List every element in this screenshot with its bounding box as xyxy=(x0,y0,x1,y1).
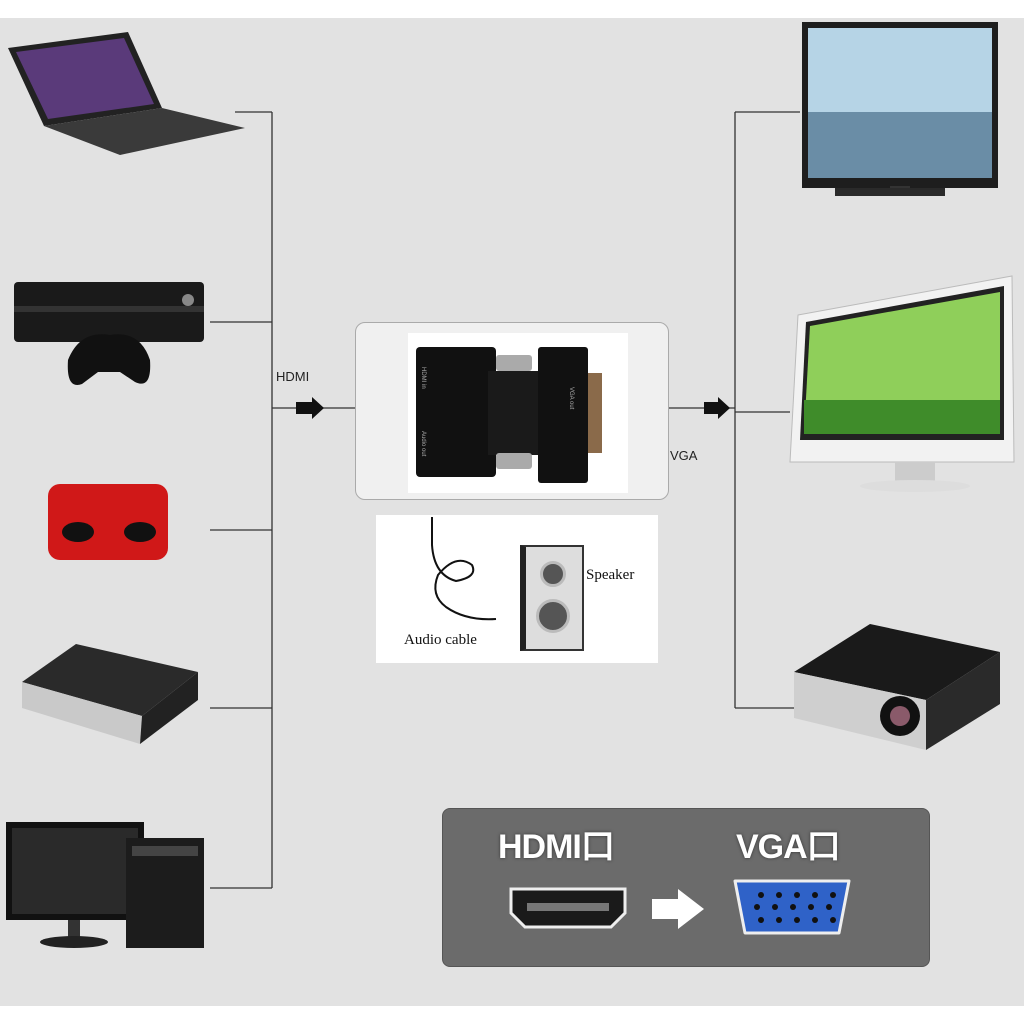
vga-out-text: VGA out xyxy=(568,387,574,410)
desktop-pc-icon xyxy=(6,822,204,948)
vga-port-title: VGA口 xyxy=(736,828,841,866)
vga-port-icon xyxy=(733,879,851,935)
audio-accessories: Audio cable Speaker xyxy=(376,515,658,663)
speaker-label: Speaker xyxy=(586,567,635,583)
tv-box-icon xyxy=(48,484,168,560)
adapter-frame: HDMI in Audio out VGA out xyxy=(355,322,669,500)
speaker-icon xyxy=(520,545,584,651)
arrow-vga-icon xyxy=(704,397,730,419)
adapter-hdmi-end: HDMI in Audio out xyxy=(416,347,496,477)
arrow-right-icon xyxy=(652,889,704,929)
vga-label: VGA xyxy=(670,448,698,463)
hdmi-port-title: HDMI口 xyxy=(498,828,615,866)
hdmi-label: HDMI xyxy=(276,369,310,384)
screw-icon xyxy=(496,355,532,371)
screw-icon xyxy=(496,453,532,469)
adapter-photo: HDMI in Audio out VGA out xyxy=(408,333,628,493)
audio-cable-icon xyxy=(431,517,497,621)
monitor-icon xyxy=(789,275,1015,492)
audio-out-text: Audio out xyxy=(420,431,426,457)
hdmi-in-text: HDMI in xyxy=(420,367,426,389)
dvd-player-icon xyxy=(22,644,198,744)
game-console-icon xyxy=(14,282,204,385)
projector-icon xyxy=(794,624,1000,750)
audio-cable-label: Audio cable xyxy=(404,632,477,648)
laptop-icon xyxy=(8,32,245,155)
hdmi-port-icon xyxy=(509,887,627,929)
arrow-hdmi-icon xyxy=(296,397,324,419)
adapter-vga-end: VGA out xyxy=(538,347,588,483)
tv-icon xyxy=(802,22,998,196)
port-conversion-panel: HDMI口 VGA口 xyxy=(442,808,930,967)
vga-pins-icon xyxy=(588,373,602,453)
